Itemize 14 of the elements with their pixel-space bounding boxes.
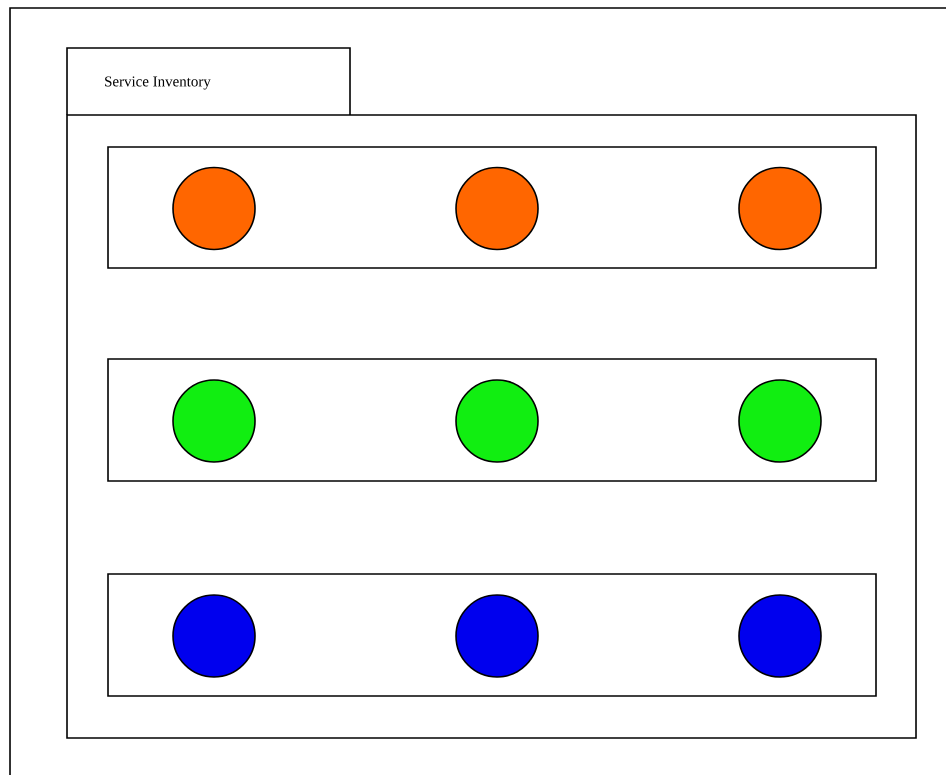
service-circle <box>738 379 822 463</box>
service-circle <box>172 166 256 250</box>
folder: Service Inventory <box>66 47 917 739</box>
service-circle <box>738 594 822 678</box>
row-box <box>107 146 877 269</box>
node-label: Service Inventory <box>105 76 211 90</box>
service-circle <box>172 594 256 678</box>
row-box <box>107 358 877 482</box>
service-circle <box>455 166 539 250</box>
service-circle <box>455 379 539 463</box>
row-box <box>107 573 877 697</box>
service-circle <box>455 594 539 678</box>
service-circle <box>738 166 822 250</box>
service-circle <box>172 379 256 463</box>
